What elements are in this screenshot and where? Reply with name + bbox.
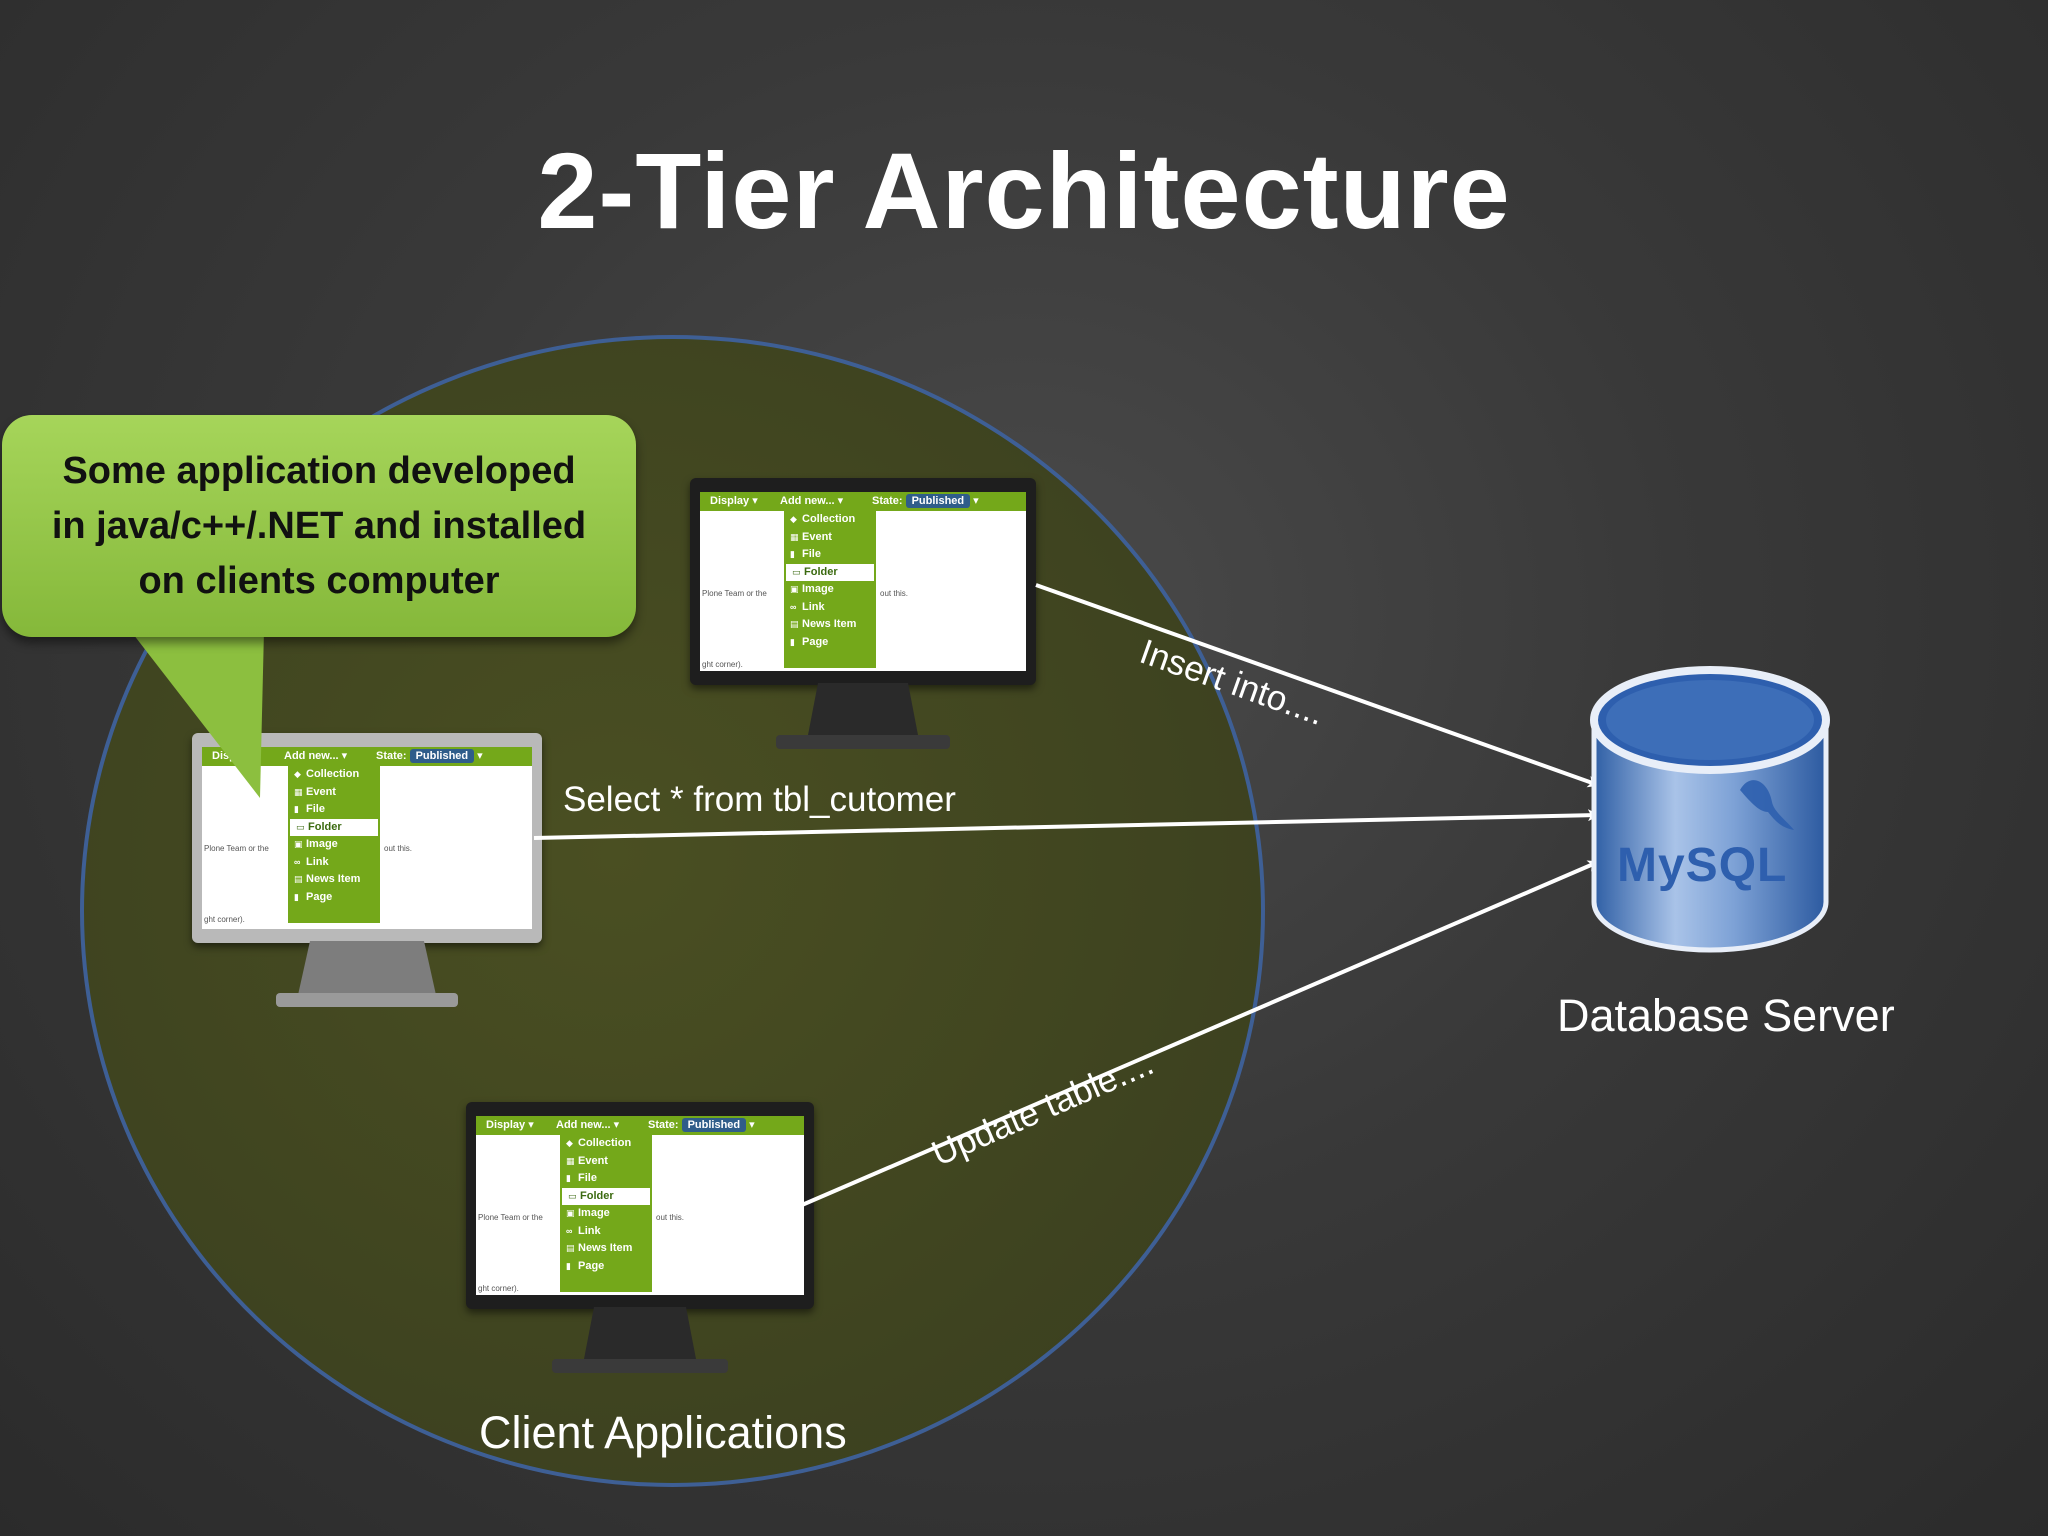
menu-item-folder: ▭Folder [290, 818, 378, 836]
menu-item-collection: ◆Collection [790, 513, 856, 525]
body-text-bottom: ght corner). [478, 1284, 519, 1293]
add-new-menu: Add new... ▾ [284, 750, 348, 762]
client-app-screen: Display ▾ Add new... ▾ State:Published ▾… [476, 1116, 804, 1295]
database-server-label: Database Server [1557, 990, 1895, 1041]
menu-item-event: ▦Event [790, 530, 832, 543]
menu-item-image: ▣Image [294, 838, 338, 850]
menu-item-link: ∞Link [566, 1224, 601, 1237]
menu-item-file: ▮File [790, 548, 821, 560]
body-text-left: Plone Team or the [204, 844, 269, 853]
mysql-logo: MySQL [1617, 839, 1788, 892]
state-indicator: State:Published ▾ [648, 1118, 755, 1132]
client-app-screen: Display ▾ Add new... ▾ State:Published ▾… [700, 492, 1026, 671]
menu-item-collection: ◆Collection [294, 768, 360, 780]
callout-pointer [130, 630, 264, 798]
menu-item-file: ▮File [294, 803, 325, 815]
menu-item-image: ▣Image [790, 583, 834, 595]
callout-bubble: Some application developed in java/c++/.… [2, 415, 636, 637]
menu-item-news: ▤News Item [566, 1242, 633, 1254]
state-indicator: State:Published ▾ [872, 494, 979, 508]
menu-item-image: ▣Image [566, 1207, 610, 1219]
select-arrow [533, 809, 1600, 840]
client-monitor-top: Display ▾ Add new... ▾ State:Published ▾… [690, 478, 1036, 753]
menu-item-news: ▤News Item [294, 873, 361, 885]
client-applications-label: Client Applications [479, 1407, 847, 1458]
menu-item-page: ▮Page [790, 635, 829, 648]
callout-text: Some application developed in java/c++/.… [51, 449, 587, 602]
app-toolbar: Display ▾ Add new... ▾ State:Published ▾ [202, 747, 532, 766]
app-toolbar: Display ▾ Add new... ▾ State:Published ▾ [476, 1116, 804, 1135]
menu-item-page: ▮Page [294, 890, 333, 903]
menu-item-news: ▤News Item [790, 618, 857, 630]
menu-item-link: ∞Link [790, 600, 825, 613]
monitor-stand [276, 941, 458, 1007]
database-cylinder-icon [1590, 666, 1830, 953]
body-text-right: out this. [656, 1213, 685, 1222]
menu-item-folder: ▭Folder [562, 1187, 650, 1205]
state-indicator: State:Published ▾ [376, 749, 483, 763]
menu-item-event: ▦Event [294, 785, 336, 798]
add-new-menu: Add new... ▾ [556, 1119, 620, 1131]
menu-item-event: ▦Event [566, 1154, 608, 1167]
menu-item-file: ▮File [566, 1172, 597, 1184]
body-text-bottom: ght corner). [702, 660, 743, 669]
body-text-left: Plone Team or the [478, 1213, 543, 1222]
add-new-dropdown: ◆Collection ▦Event ▮File ▭Folder ▣Image … [288, 766, 380, 923]
monitor-stand [552, 1307, 728, 1373]
body-text-right: out this. [384, 844, 413, 853]
add-new-dropdown: ◆Collection ▦Event ▮File ▭Folder ▣Image … [784, 511, 876, 668]
body-text-left: Plone Team or the [702, 589, 767, 598]
update-arrow [801, 860, 1600, 1207]
body-text-right: out this. [880, 589, 909, 598]
select-arrow-label: Select * from tbl_cutomer [563, 780, 956, 819]
client-monitor-bottom: Display ▾ Add new... ▾ State:Published ▾… [466, 1102, 814, 1377]
menu-item-page: ▮Page [566, 1259, 605, 1272]
menu-item-collection: ◆Collection [566, 1137, 632, 1149]
add-new-menu: Add new... ▾ [780, 495, 844, 507]
monitor-stand [776, 683, 950, 749]
body-text-bottom: ght corner). [204, 915, 245, 924]
display-menu: Display ▾ [486, 1119, 534, 1131]
display-menu: Display ▾ [710, 495, 758, 507]
add-new-dropdown: ◆Collection ▦Event ▮File ▭Folder ▣Image … [560, 1135, 652, 1292]
client-app-screen: Display ▾ Add new... ▾ State:Published ▾… [202, 747, 532, 929]
menu-item-link: ∞Link [294, 855, 329, 868]
app-toolbar: Display ▾ Add new... ▾ State:Published ▾ [700, 492, 1026, 511]
menu-item-folder: ▭Folder [786, 563, 874, 581]
insert-arrow [1035, 583, 1600, 788]
slide-title: 2-Tier Architecture [537, 130, 1511, 251]
